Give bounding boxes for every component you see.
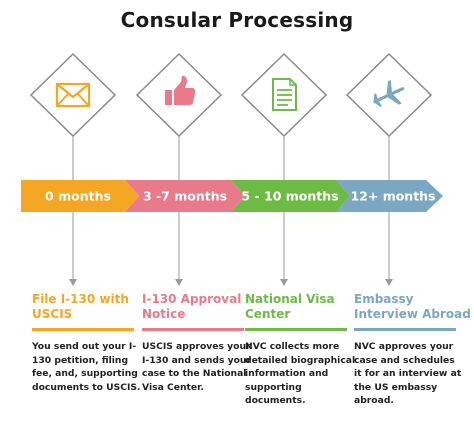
duration-label-3: 5 - 10 months: [241, 189, 338, 204]
timeline-arrow-4: [336, 180, 443, 212]
diamonds: [29, 52, 433, 138]
timeline-arrow-2: [125, 180, 245, 212]
step-title-4: Embassy Interview Abroad: [354, 292, 471, 321]
connector-lines: [69, 130, 393, 286]
step-underline-3: [245, 328, 347, 331]
step-underline-4: [354, 328, 456, 331]
thumbs-up-icon: [165, 75, 196, 105]
diamond-1: [29, 52, 117, 138]
step-title-2: I-130 Approval Notice: [142, 292, 242, 321]
connector-arrowhead-2: [175, 279, 183, 286]
step-underline-2: [142, 328, 244, 331]
step-description-3: NVC collects more detailed biographical …: [245, 341, 356, 406]
airplane-icon: [372, 79, 405, 107]
envelope-icon: [55, 82, 91, 108]
connector-arrowhead-3: [280, 279, 288, 286]
step-description-4: NVC approves your case and schedules it …: [354, 341, 462, 406]
step-title-1: File I-130 with USCIS: [32, 292, 129, 321]
connector-arrowhead-1: [69, 279, 77, 286]
step-title-3: National Visa Center: [245, 292, 335, 321]
step-description-2: USCIS approves your I-130 and sends your…: [142, 341, 251, 393]
timeline-arrows: 0 months 3 -7 months 5 - 10 months 12+ m…: [21, 180, 443, 212]
timeline-arrow-1: [21, 180, 139, 212]
step-underline-1: [32, 328, 134, 331]
duration-label-4: 12+ months: [350, 189, 435, 204]
page-title: Consular Processing: [120, 8, 354, 32]
duration-label-2: 3 -7 months: [143, 189, 227, 204]
connector-arrowhead-4: [385, 279, 393, 286]
document-icon: [272, 78, 297, 111]
duration-label-1: 0 months: [45, 189, 111, 204]
step-description-1: You send out your I-130 petition, filing…: [32, 341, 141, 393]
timeline-arrow-3: [231, 180, 350, 212]
